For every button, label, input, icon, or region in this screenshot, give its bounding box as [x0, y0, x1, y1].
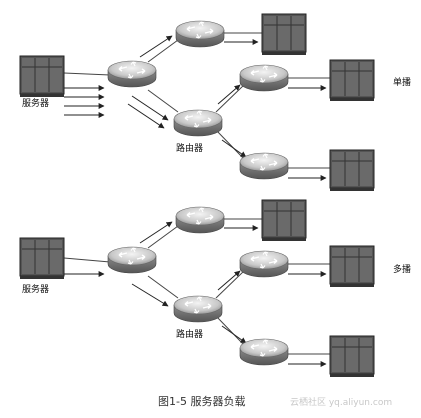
link-line: [215, 83, 246, 113]
mode-label-multicast: 多播: [393, 263, 411, 275]
flow-arrow: [221, 139, 247, 158]
link-line: [215, 129, 246, 161]
router-icon: [173, 109, 223, 137]
server-icon: [19, 55, 65, 98]
link-line: [147, 225, 179, 249]
multicast-diagram: 服务器 路由器 多播: [19, 199, 411, 378]
flow-arrow: [221, 325, 247, 344]
watermark: 云栖社区 yq.aliyun.com: [290, 396, 392, 408]
router-label: 路由器: [176, 142, 203, 154]
link-line: [147, 275, 179, 299]
router-icon: [239, 64, 289, 92]
router-icon: [239, 152, 289, 180]
flow-arrow: [139, 35, 173, 58]
link-line: [215, 315, 246, 347]
link-line: [147, 89, 179, 113]
router-label: 路由器: [176, 328, 203, 340]
host-icon: [329, 245, 375, 288]
link-line: [215, 269, 246, 299]
host-icon: [261, 13, 307, 56]
figure-caption: 图1-5 服务器负载: [158, 394, 245, 408]
router-icon: [175, 206, 225, 234]
mode-label-unicast: 单播: [393, 76, 411, 88]
link-line: [147, 39, 179, 63]
host-icon: [261, 199, 307, 242]
flow-arrow: [139, 221, 173, 244]
flow-arrow: [131, 95, 169, 121]
router-icon: [175, 20, 225, 48]
flow-arrow: [131, 283, 169, 307]
unicast-diagram: 服务器 路由器 单播: [19, 13, 411, 192]
flow-arrow: [217, 84, 241, 105]
host-icon: [329, 59, 375, 102]
server-label: 服务器: [22, 97, 49, 109]
link-line: [63, 72, 111, 76]
host-icon: [329, 335, 375, 378]
router-icon: [107, 60, 157, 88]
server-icon: [19, 237, 65, 280]
router-icon: [239, 250, 289, 278]
host-icon: [329, 149, 375, 192]
server-label: 服务器: [22, 283, 49, 295]
link-line: [63, 257, 111, 263]
router-icon: [107, 246, 157, 274]
router-icon: [173, 295, 223, 323]
router-icon: [239, 338, 289, 366]
flow-arrow: [127, 103, 165, 129]
flow-arrow: [217, 270, 241, 291]
